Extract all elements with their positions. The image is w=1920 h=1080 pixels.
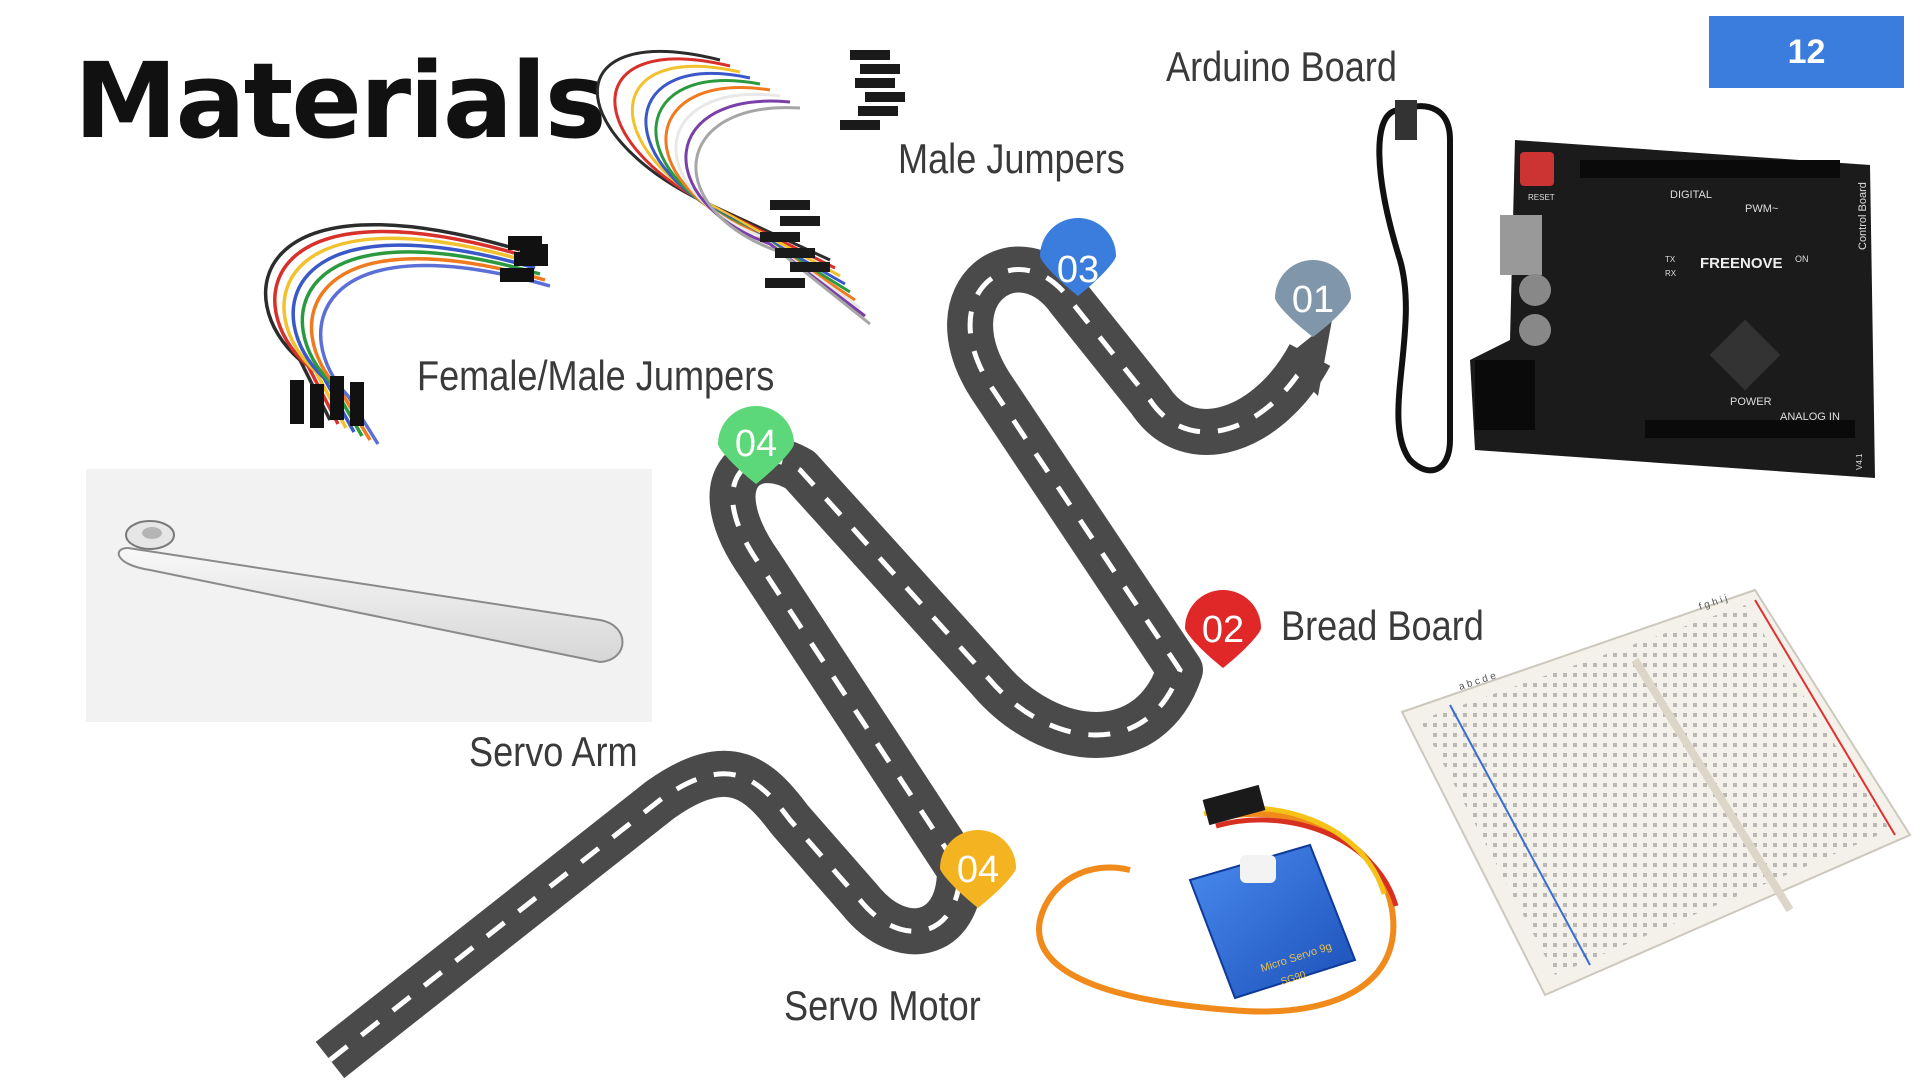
label-female-male-jumpers: Female/Male Jumpers <box>417 352 775 399</box>
board-digital-label: DIGITAL <box>1670 189 1712 201</box>
marker-04-yellow-label: 04 <box>957 849 999 891</box>
board-reset-label: RESET <box>1528 193 1555 202</box>
male-jumper-pins-top <box>760 50 905 288</box>
board-brand: FREENOVE <box>1700 255 1783 272</box>
marker-03: 03 <box>1040 218 1116 296</box>
label-servo-motor: Servo Motor <box>784 982 981 1029</box>
servo-arm-image <box>86 469 652 722</box>
page-number-badge: 12 <box>1709 16 1904 88</box>
marker-01-label: 01 <box>1292 279 1334 321</box>
marker-04-green-label: 04 <box>735 423 777 465</box>
label-arduino-board: Arduino Board <box>1166 43 1397 90</box>
label-bread-board: Bread Board <box>1281 602 1484 649</box>
servo-motor-image: Micro Servo 9g SG90 <box>1036 784 1399 1015</box>
label-male-jumpers: Male Jumpers <box>898 135 1125 182</box>
board-pwm-label: PWM~ <box>1745 203 1778 215</box>
board-analog-label: ANALOG IN <box>1780 411 1840 423</box>
male-jumpers-image <box>595 49 871 326</box>
marker-04-yellow: 04 <box>940 830 1016 908</box>
winding-road <box>315 246 1332 1079</box>
marker-03-label: 03 <box>1057 249 1099 291</box>
board-on-label: ON <box>1795 254 1809 264</box>
arduino-board-image: DIGITAL PWM~ FREENOVE POWER ANALOG IN RE… <box>1376 100 1875 478</box>
board-version-label: V4.1 <box>1855 453 1864 470</box>
slide-title: Materials <box>74 40 607 162</box>
marker-04-green: 04 <box>718 406 794 484</box>
marker-02: 02 <box>1185 590 1261 668</box>
board-control-label: Control Board <box>1857 182 1869 250</box>
female-connectors <box>290 236 548 428</box>
label-servo-arm: Servo Arm <box>469 728 638 775</box>
road-arrow-head <box>1282 320 1332 396</box>
marker-01: 01 <box>1275 260 1351 337</box>
board-power-label: POWER <box>1730 396 1772 408</box>
board-rx-label: RX <box>1665 269 1677 278</box>
board-tx-label: TX <box>1665 255 1676 264</box>
female-male-jumpers-image <box>263 222 551 445</box>
breadboard-image: a b c d e f g h i j <box>1400 588 1912 997</box>
marker-02-label: 02 <box>1202 609 1244 651</box>
